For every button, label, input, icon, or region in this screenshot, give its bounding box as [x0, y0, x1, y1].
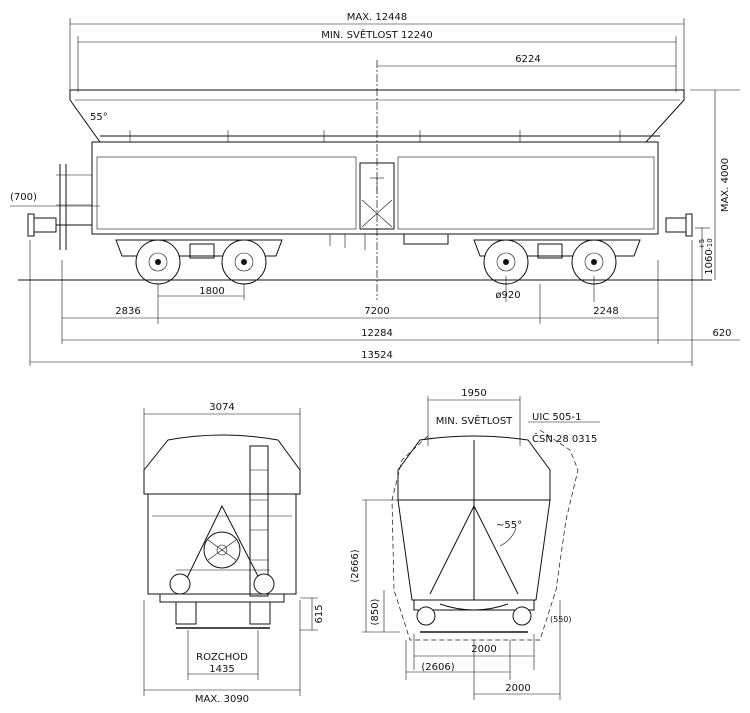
bogie-right [473, 239, 641, 285]
car-body [91, 141, 659, 235]
dim-bogie-centers: 7200 [364, 306, 389, 317]
angle-side: ~55° [496, 520, 522, 531]
dim-end-left: 2836 [115, 306, 140, 317]
dim-2000-upper: 2000 [471, 644, 496, 655]
dim-overall-max: MAX. 12448 [347, 12, 408, 23]
dim-total-length: 13524 [361, 350, 393, 361]
dim-850: (850) [370, 598, 381, 625]
dim-buffer-tol-minus: -10 [706, 238, 714, 249]
dim-buffer-height: 1060 [704, 249, 715, 274]
clearance-gauge [391, 429, 579, 641]
dim-2606: (2606) [421, 662, 454, 673]
buffer-right [665, 213, 693, 237]
dim-end-right: 2248 [593, 306, 618, 317]
bogie-left [115, 239, 283, 285]
dim-frame-length: 12284 [361, 328, 393, 339]
dim-top-width: 3074 [209, 402, 234, 413]
dim-wheelbase: 1800 [199, 286, 224, 297]
buffer-left [27, 213, 92, 237]
label-csn: ČSN 28 0315 [532, 432, 597, 445]
dim-615: 615 [314, 604, 325, 623]
rozchod-label: ROZCHOD [196, 652, 248, 663]
dim-height-max: MAX. 4000 [720, 158, 731, 212]
dim-opening: 1950 [461, 388, 486, 399]
dim-wheel-dia: ø920 [495, 290, 520, 301]
label-uic: UIC 505-1 [532, 412, 582, 423]
end-roof [143, 434, 301, 495]
end-ladder [249, 445, 269, 597]
end-view-right: 1950 MIN. SVĚTLOST UIC 505-1 ČSN 28 0315… [350, 388, 600, 700]
dim-buffer-offset: (700) [10, 192, 37, 203]
label-min-clear: MIN. SVĚTLOST [436, 414, 513, 427]
dim-height: (2666) [350, 549, 361, 582]
end-view-left: 3074 615 ROZCHOD [143, 402, 325, 705]
dim-buffer-tol-plus: +5 [698, 239, 706, 249]
dim-550: (550) [550, 615, 572, 624]
dim-2000-lower: 2000 [505, 683, 530, 694]
dim-buffer-len: 620 [712, 328, 731, 339]
railing-posts [129, 130, 621, 142]
side-view: MAX. 12448 MIN. SVĚTLOST 12240 6224 55° … [10, 12, 740, 366]
dim-max-width: MAX. 3090 [195, 694, 249, 705]
angle-top: 55° [90, 112, 108, 123]
dim-half: 6224 [515, 54, 540, 65]
rozchod-value: 1435 [209, 664, 234, 675]
dim-min-clear: MIN. SVĚTLOST 12240 [321, 28, 433, 41]
